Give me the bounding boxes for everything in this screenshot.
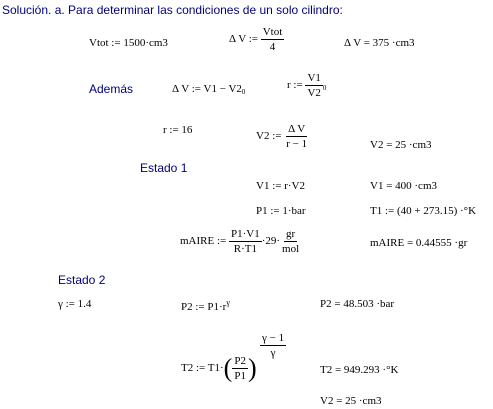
maire-definition: mAIRE := P1·V1 R·T1 ·29· gr mol bbox=[180, 228, 301, 255]
maire-denominator: R·T1 bbox=[233, 243, 257, 255]
p2-definition: P2 := P1·rγ bbox=[181, 297, 230, 313]
v2-lhs: V2 := bbox=[256, 130, 282, 143]
maire-unit-numerator: gr bbox=[284, 228, 298, 242]
maire-unit-denominator: mol bbox=[282, 243, 300, 255]
t2-exponent-fraction: γ − 1 γ bbox=[260, 332, 287, 359]
delta-v-fraction: Vtot 4 bbox=[260, 26, 285, 53]
delta-v-lhs: Δ V := bbox=[229, 33, 258, 46]
delta-v-denominator: 4 bbox=[269, 41, 276, 53]
label-estado-1: Estado 1 bbox=[140, 161, 188, 175]
t2-exponent: γ − 1 γ bbox=[260, 332, 287, 359]
maire-lhs: mAIRE := bbox=[180, 235, 227, 248]
vtot-definition: Vtot := 1500·cm3 bbox=[89, 37, 168, 49]
v2-definition: V2 := Δ V r − 1 bbox=[256, 123, 309, 150]
section-heading: Solución. a. Para determinar las condici… bbox=[2, 3, 343, 17]
p2-result: P2 = 48.503 ·bar bbox=[320, 298, 395, 310]
delta-v-relation: Δ V := V1 − V20 bbox=[172, 83, 245, 98]
delta-v-result: Δ V = 375 ·cm3 bbox=[344, 37, 415, 49]
t2-fraction: P2 P1 bbox=[232, 355, 248, 382]
v2-result: V2 = 25 ·cm3 bbox=[370, 139, 432, 151]
t1-definition: T1 := (40 + 273.15) ·°K bbox=[370, 205, 477, 217]
delta-v-relation-text: Δ V := V1 − V2 bbox=[172, 83, 242, 95]
label-estado-2: Estado 2 bbox=[58, 273, 106, 287]
p2-lhs: P2 := P1·r bbox=[181, 301, 227, 313]
maire-unit-fraction: gr mol bbox=[280, 228, 301, 255]
t2-denominator: P1 bbox=[234, 370, 246, 382]
v2-denominator: r − 1 bbox=[286, 138, 308, 150]
t2-numerator: P2 bbox=[232, 355, 248, 369]
maire-numerator: P1·V1 bbox=[228, 228, 262, 242]
maire-result: mAIRE = 0.44555 ·gr bbox=[370, 237, 468, 249]
v1-result: V1 = 400 ·cm3 bbox=[370, 180, 437, 192]
r-denominator: V2 bbox=[307, 87, 321, 99]
maire-middle: ·29· bbox=[261, 235, 281, 248]
v2-fraction: Δ V r − 1 bbox=[284, 123, 309, 150]
r-fraction: V1 V2 bbox=[305, 72, 323, 99]
v2-final: V2 = 25 ·cm3 bbox=[320, 395, 382, 407]
v1-definition: V1 := r·V2 bbox=[256, 180, 305, 192]
p1-definition: P1 := 1·bar bbox=[256, 205, 306, 217]
r-value: r := 16 bbox=[163, 124, 193, 136]
t2-lhs: T2 := T1· bbox=[181, 362, 224, 375]
gamma-definition: γ := 1.4 bbox=[58, 298, 92, 310]
subscript-zero: 0 bbox=[322, 84, 327, 93]
close-paren: ) bbox=[247, 353, 257, 383]
label-ademas: Además bbox=[89, 82, 134, 96]
t2-exponent-denominator: γ bbox=[270, 347, 276, 359]
delta-v-numerator: Vtot bbox=[260, 26, 285, 40]
maire-fraction: P1·V1 R·T1 bbox=[228, 228, 262, 255]
p2-exponent: γ bbox=[226, 298, 230, 307]
t2-result: T2 = 949.293 ·°K bbox=[320, 364, 399, 376]
t2-definition: T2 := T1·( P2 P1 ) bbox=[181, 355, 257, 382]
v2-numerator: Δ V bbox=[286, 123, 308, 137]
open-paren: ( bbox=[223, 353, 233, 383]
r-lhs: r := bbox=[287, 79, 303, 92]
r-numerator: V1 bbox=[305, 72, 323, 86]
r-definition: r := V1 V2 0 bbox=[287, 72, 326, 99]
delta-v-definition: Δ V := Vtot 4 bbox=[229, 26, 285, 53]
t2-exponent-numerator: γ − 1 bbox=[260, 332, 287, 346]
subscript-zero: 0 bbox=[241, 88, 246, 96]
